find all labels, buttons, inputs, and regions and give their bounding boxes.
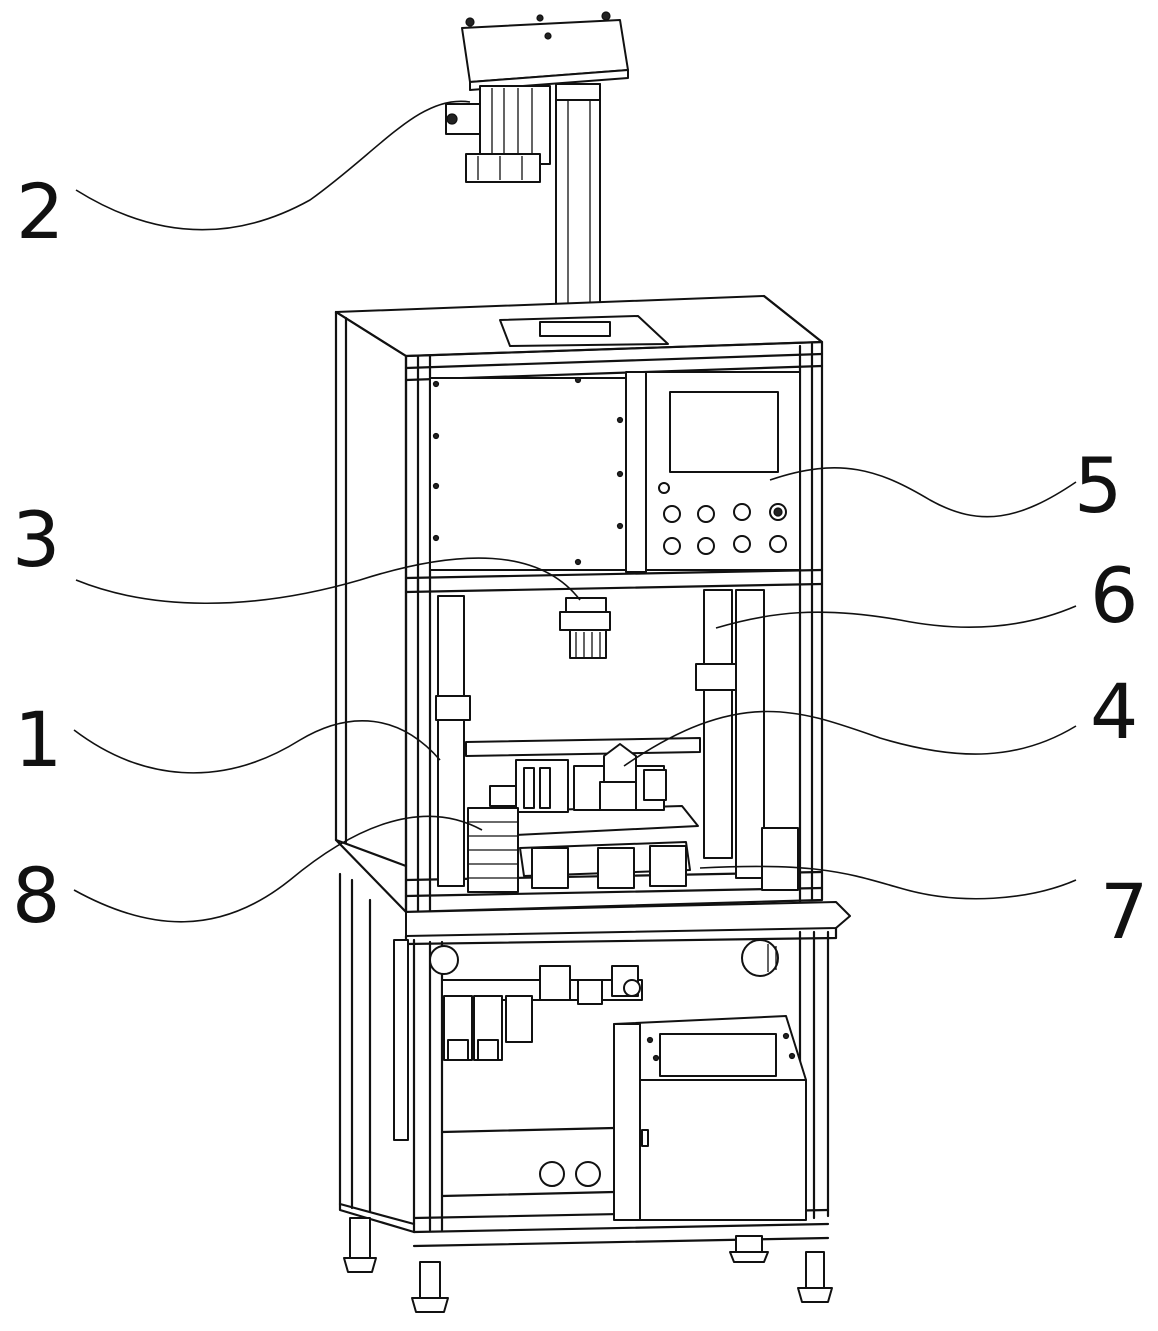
leader-4 [623,710,1077,767]
leader-1 [73,719,441,774]
table-top [404,901,851,946]
work-platform [465,737,701,837]
part-labels: 2 3 1 8 5 6 4 7 [12,167,1148,956]
electric-box [613,1015,807,1221]
leader-3 [75,557,581,605]
label-5: 5 [1074,441,1122,530]
leader-8 [73,815,483,923]
label-3: 3 [12,495,60,584]
label-6: 6 [1090,551,1138,640]
leveling-feet [343,1217,833,1313]
top-motor-assembly [445,11,629,335]
leader-6 [715,605,1077,629]
label-8: 8 [12,851,60,940]
leader-2 [75,100,471,231]
label-4: 4 [1090,667,1138,756]
left-column [435,595,471,887]
main-frame [334,294,824,914]
pneumatic-unit [441,965,643,1061]
camera-assembly [559,597,611,659]
leader-lines [73,100,1077,923]
leader-5 [769,467,1077,518]
cable-carrier [467,807,519,893]
guide-columns [695,589,765,879]
leader-7 [699,865,1077,900]
label-7: 7 [1100,867,1148,956]
control-panel [645,371,801,571]
label-2: 2 [16,167,64,256]
slide-rail [519,827,799,891]
label-1: 1 [14,695,62,784]
